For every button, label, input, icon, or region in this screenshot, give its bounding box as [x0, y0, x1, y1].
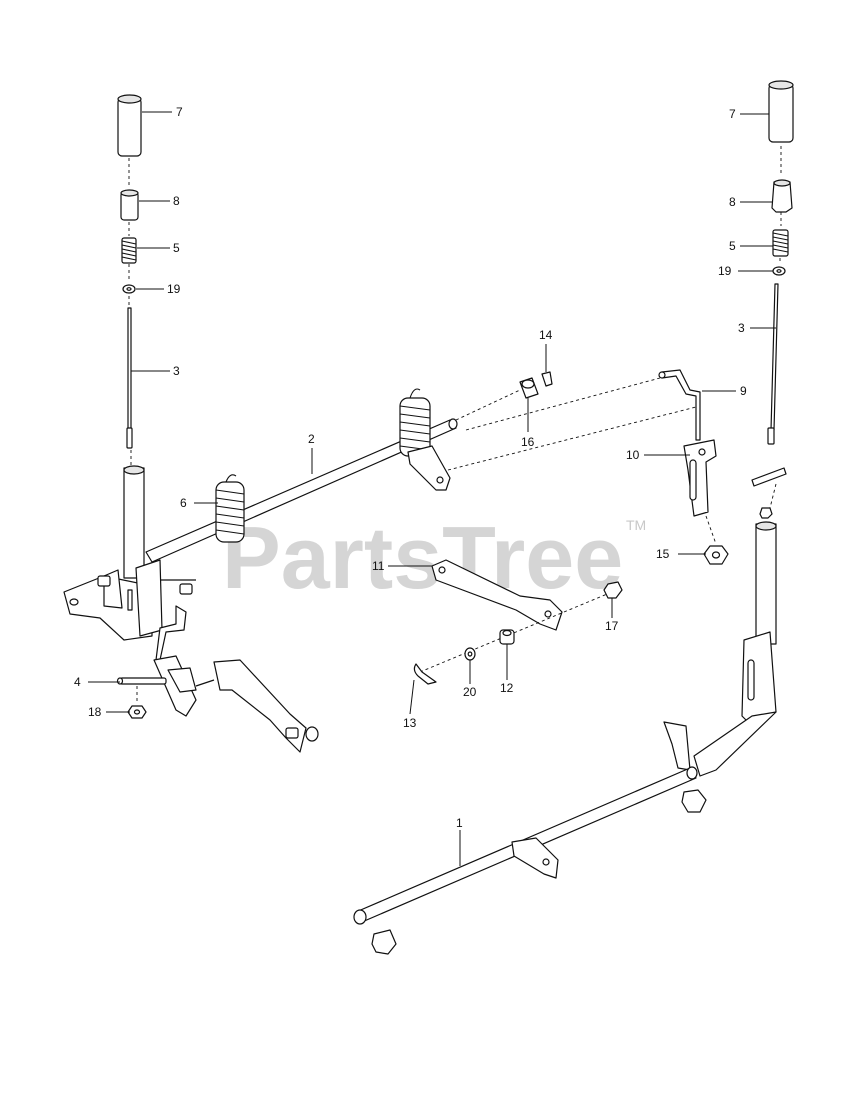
- callout-18: 18: [88, 705, 102, 719]
- callout-12: 12: [500, 681, 514, 695]
- callouts: 7 8 5 19 3 2 6 4 18 14 16 9 10 15 11 17 …: [74, 105, 747, 830]
- left-lift-stack: [117, 94, 142, 465]
- part-7-sleeve-left: [117, 94, 142, 157]
- right-lift-stack: [751, 80, 794, 519]
- callout-1: 1: [456, 816, 463, 830]
- callout-5-right: 5: [729, 239, 736, 253]
- callout-17: 17: [605, 619, 619, 633]
- right-assembly: [353, 521, 777, 955]
- callout-13: 13: [403, 716, 417, 730]
- part-5-spring-right: [772, 229, 789, 257]
- leader-lines: [88, 111, 776, 866]
- part-11-link: [431, 559, 563, 631]
- part-12-bushing: [499, 629, 515, 645]
- callout-3-left: 3: [173, 364, 180, 378]
- callout-11: 11: [372, 559, 385, 573]
- callout-8-right: 8: [729, 195, 736, 209]
- callout-3-right: 3: [738, 321, 745, 335]
- callout-7-left: 7: [176, 105, 183, 119]
- callout-5-left: 5: [173, 241, 180, 255]
- part-13-hairpin: [413, 663, 437, 685]
- part-19-washer-left: [122, 284, 136, 294]
- callout-4: 4: [74, 675, 81, 689]
- part-17-nut: [603, 581, 623, 599]
- callout-19-left: 19: [167, 282, 181, 296]
- part-5-spring-left: [121, 237, 137, 264]
- callout-7-right: 7: [729, 107, 736, 121]
- spring-right-on-shaft: [399, 388, 431, 457]
- left-lower-linkage: [116, 655, 319, 753]
- part-3-rod-right: [751, 283, 787, 487]
- watermark-trademark: TM: [626, 517, 646, 533]
- callout-2: 2: [308, 432, 315, 446]
- watermark-text: PartsTree: [222, 508, 623, 607]
- shaft-2-bracket: [407, 445, 451, 491]
- callout-14: 14: [539, 328, 553, 342]
- part-19-washer-right: [772, 266, 786, 276]
- callout-16: 16: [521, 435, 535, 449]
- part-10-arm: [683, 439, 717, 517]
- part-7-sleeve-right: [768, 80, 794, 143]
- callout-15: 15: [656, 547, 670, 561]
- callout-10: 10: [626, 448, 640, 462]
- part-6-spring-left: [215, 474, 245, 543]
- callout-19-right: 19: [718, 264, 732, 278]
- part-15-nut: [703, 545, 729, 565]
- part-14-clip: [541, 371, 553, 387]
- part-16-bushing: [519, 377, 539, 399]
- part-20-washer: [464, 647, 476, 661]
- callout-9: 9: [740, 384, 747, 398]
- callout-20: 20: [463, 685, 477, 699]
- part-3-rod-left: [126, 307, 133, 449]
- callout-8-left: 8: [173, 194, 180, 208]
- part-9-rod: [658, 369, 701, 441]
- callout-6: 6: [180, 496, 187, 510]
- part-8-bushing-left: [120, 189, 139, 221]
- part-8-bushing-right: [771, 179, 793, 213]
